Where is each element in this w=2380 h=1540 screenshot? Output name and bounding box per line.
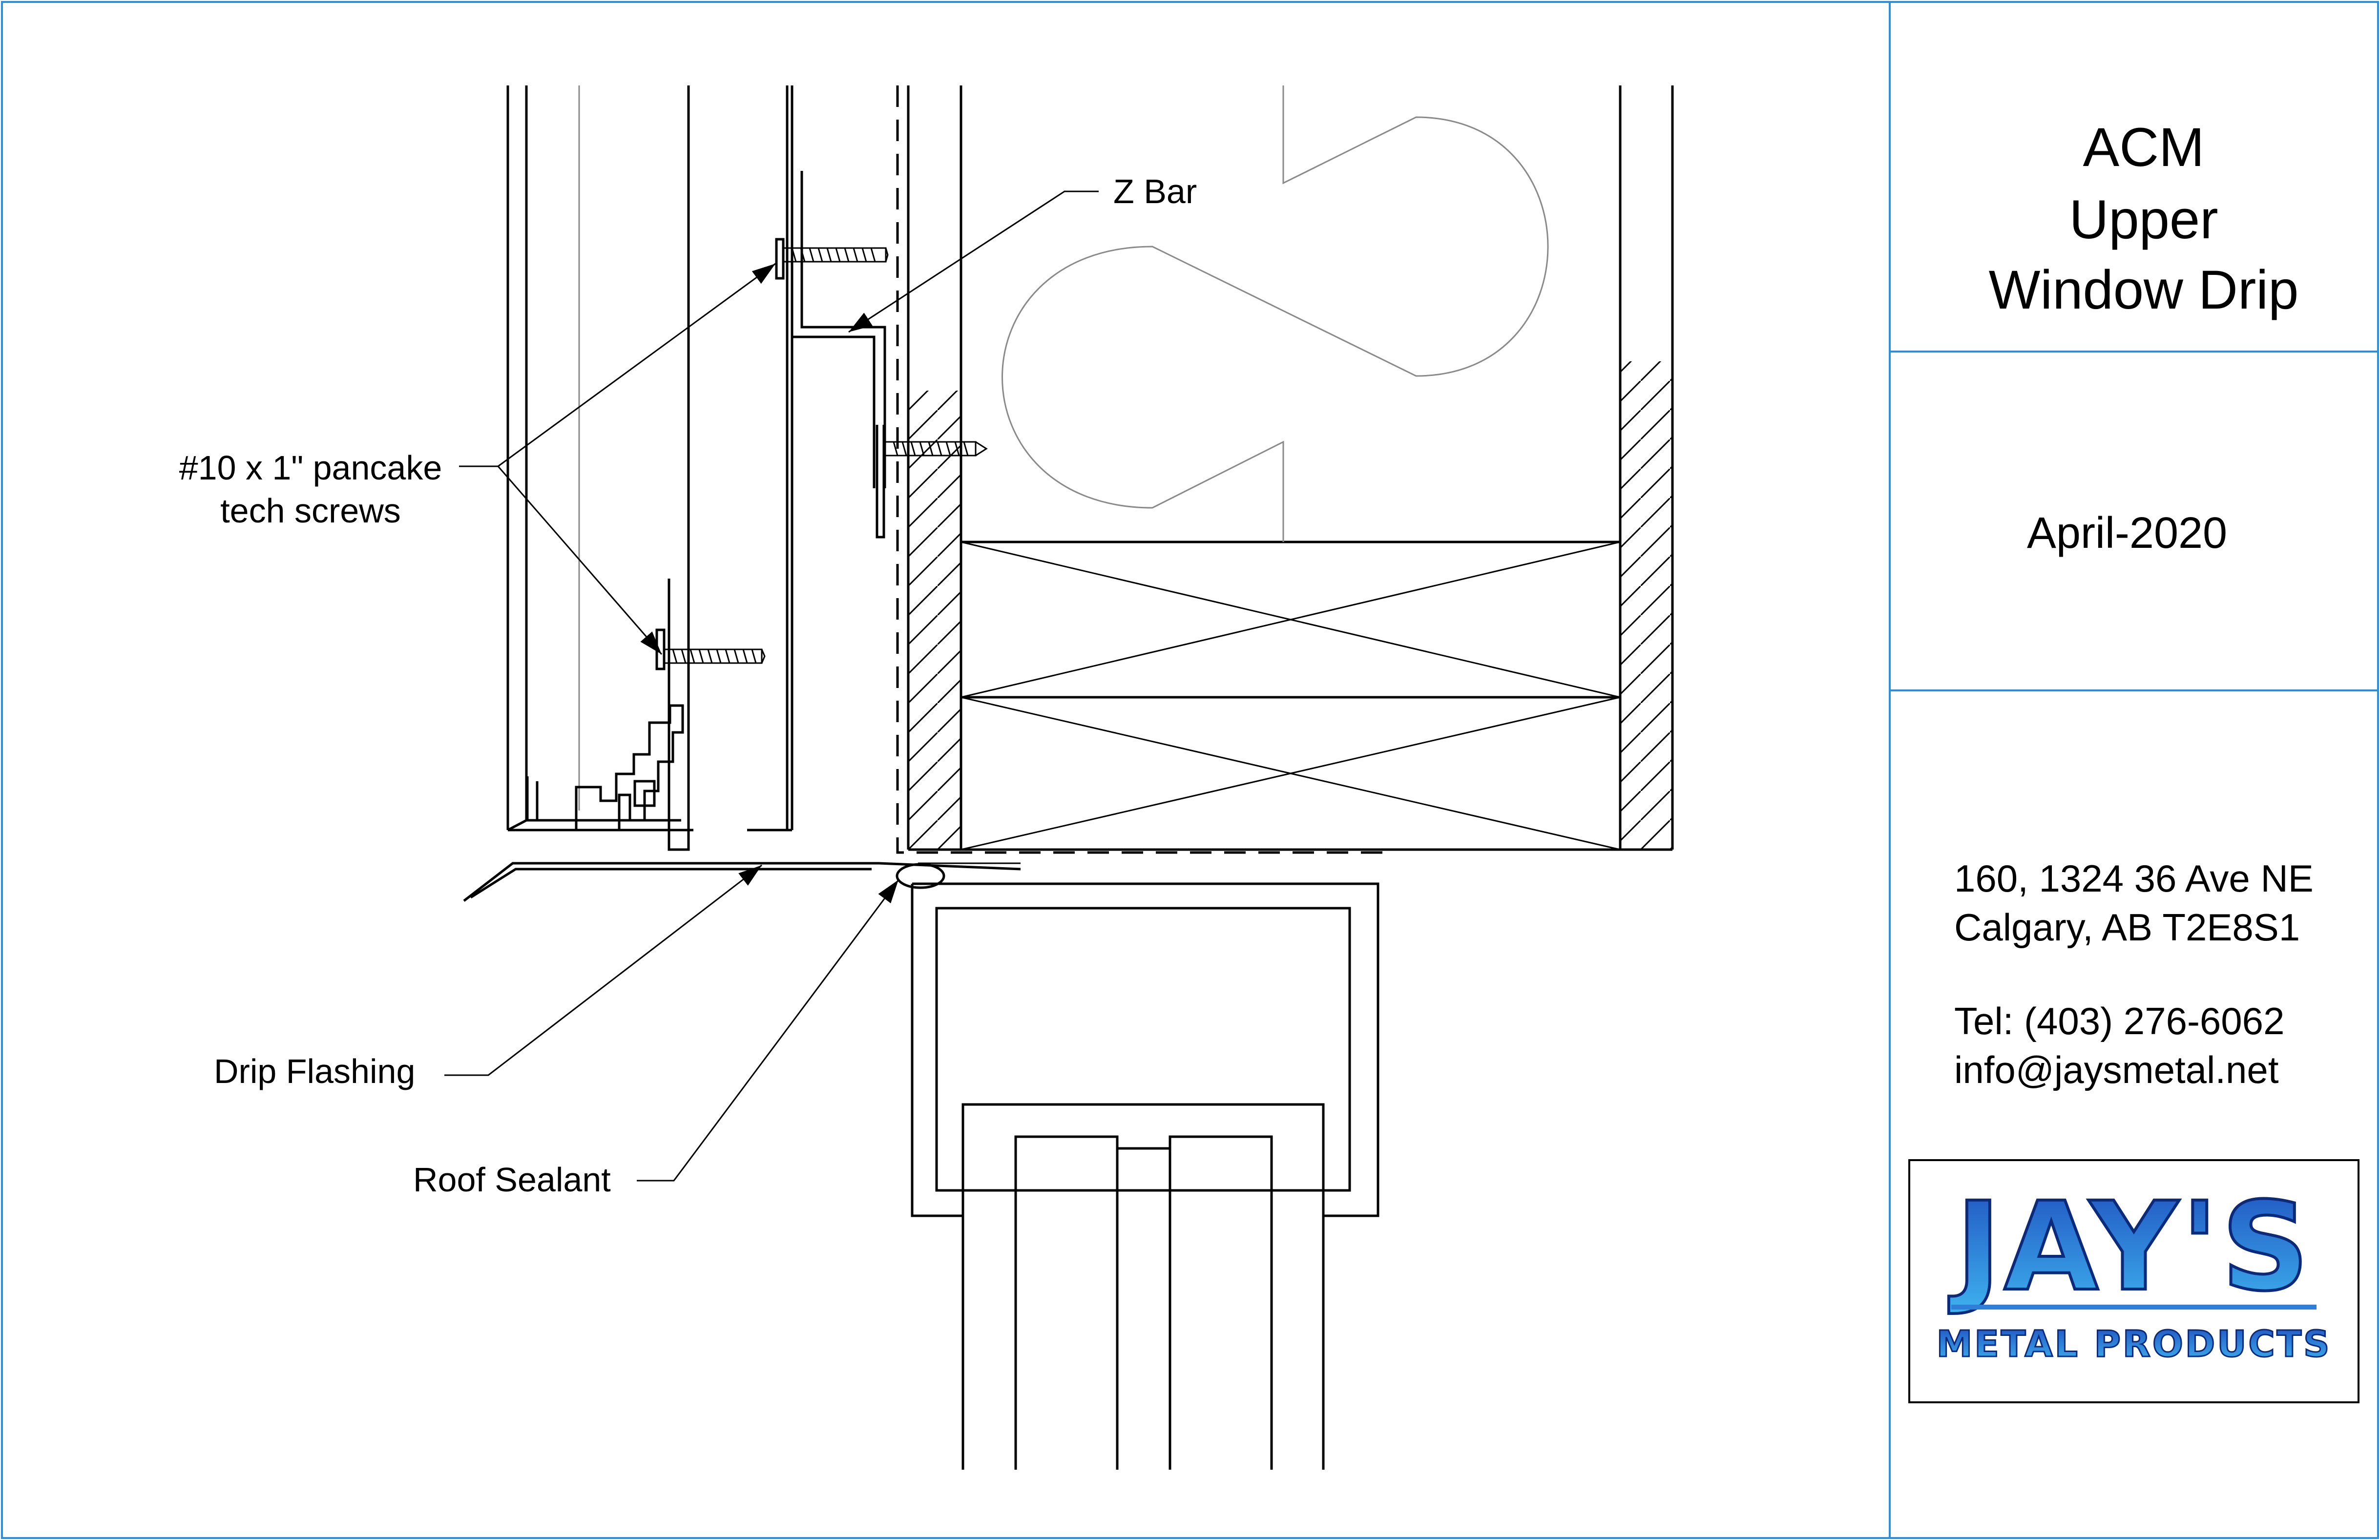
title-line-3: Window Drip (1989, 259, 2299, 320)
drawing-date: April-2020 (2027, 509, 2227, 558)
title-line-1: ACM (2083, 117, 2205, 178)
callouts: Z Bar #10 x 1" pancake tech screws Drip … (179, 172, 1197, 1199)
lower-bracket (668, 579, 690, 851)
phone-number: Tel: (403) 276-6062 (1954, 999, 2284, 1042)
z-bar-label: Z Bar (1113, 172, 1197, 210)
insulation-symbol (1002, 85, 1549, 542)
lower-screw (663, 648, 766, 664)
title-block: ACM Upper Window Drip April-2020 160, 13… (1954, 117, 2314, 1091)
panel-clip-profile (575, 704, 684, 830)
address-line-1: 160, 1324 36 Ave NE (1954, 857, 2314, 900)
roof-sealant-bead (896, 863, 945, 889)
screws-label-line-2: tech screws (220, 492, 401, 530)
header-blocking (960, 541, 1622, 851)
company-logo: JAY'S METAL PRODUCTS (1908, 1159, 2359, 1403)
title-line-2: Upper (2069, 189, 2218, 250)
leader-lines (444, 190, 1099, 1182)
acm-panel (506, 85, 793, 832)
logo-sub-text: METAL PRODUCTS (1937, 1323, 2332, 1365)
wall-structure (907, 85, 1674, 851)
drip-flashing-label: Drip Flashing (214, 1052, 415, 1090)
weather-barrier (896, 85, 1387, 854)
address-line-2: Calgary, AB T2E8S1 (1954, 906, 2300, 949)
screws-label-line-1: #10 x 1" pancake (179, 449, 442, 487)
logo-main-text: JAY'S (1948, 1176, 2312, 1318)
window-frame (911, 882, 1379, 1470)
section-detail: Z Bar #10 x 1" pancake tech screws Drip … (179, 85, 1674, 1470)
roof-sealant-label: Roof Sealant (413, 1161, 611, 1199)
z-bar (791, 171, 886, 488)
upper-screw (782, 247, 889, 263)
email-address: info@jaysmetal.net (1954, 1048, 2279, 1091)
